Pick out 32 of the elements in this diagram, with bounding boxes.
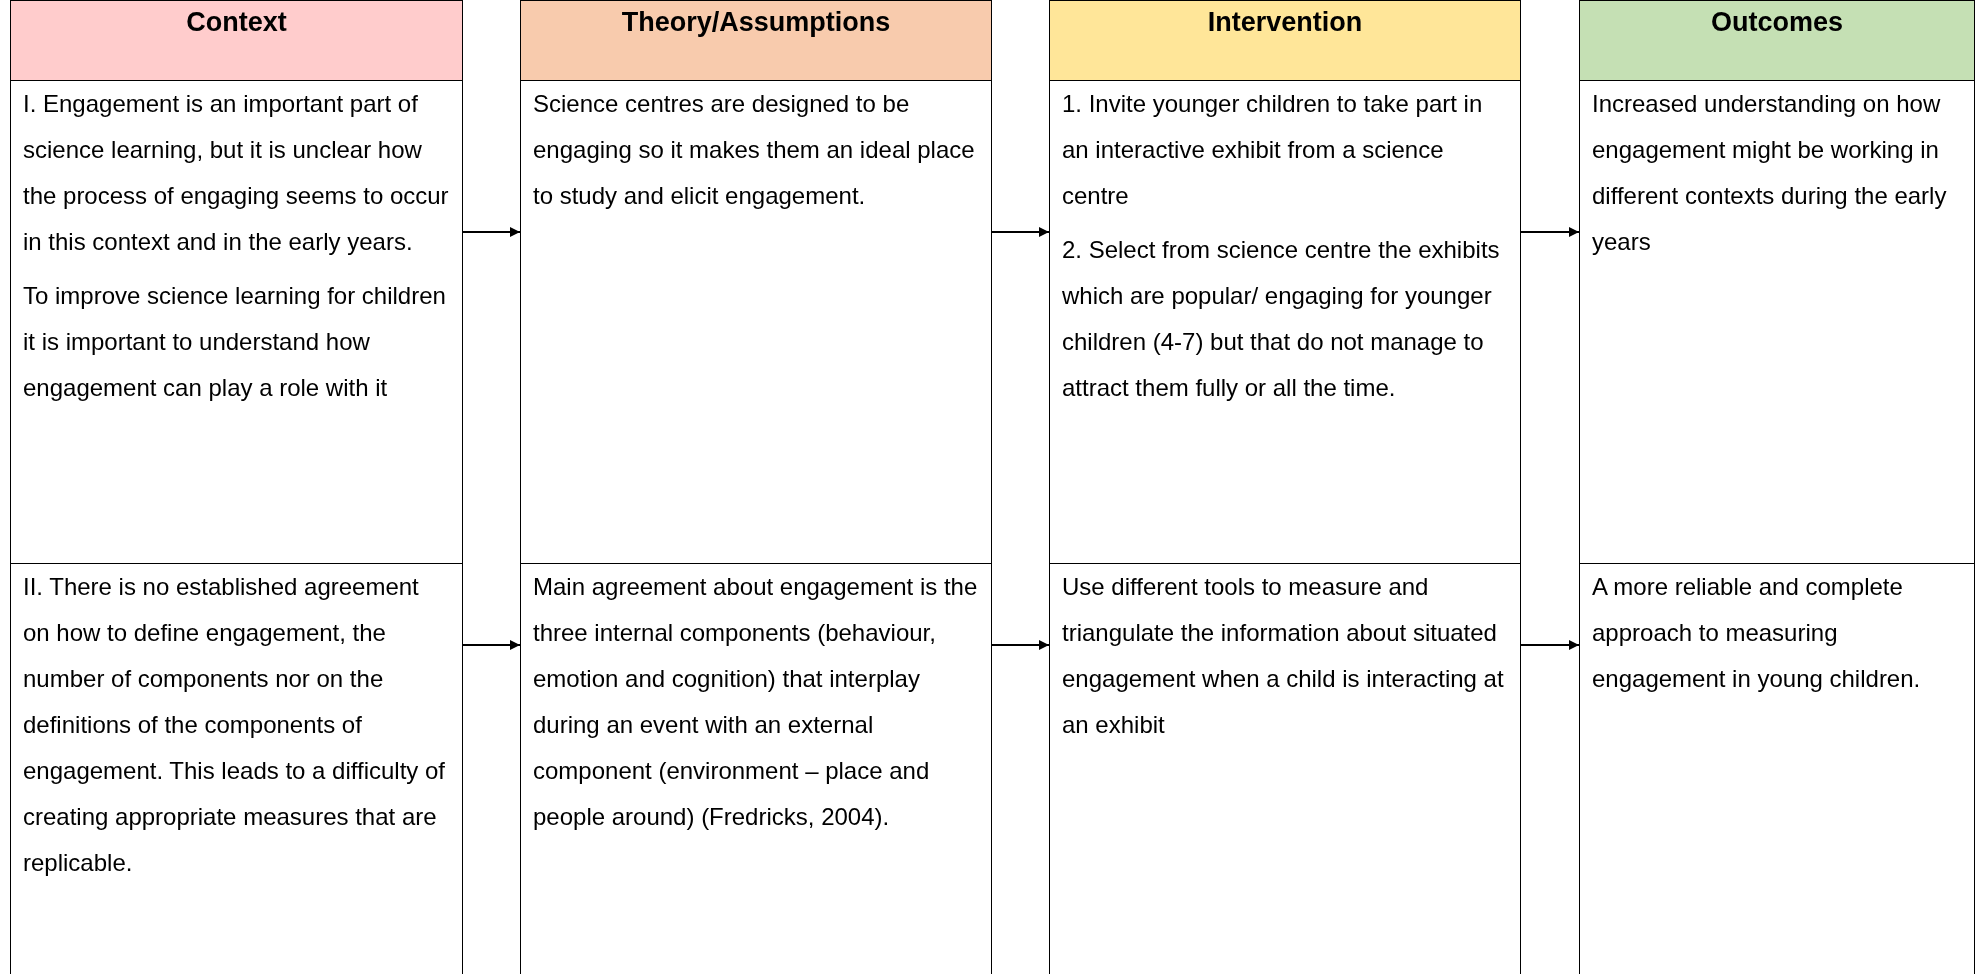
- column-header: [1579, 0, 1975, 81]
- paragraph: Main agreement about engagement is the three internal components (behaviour, emotion and cognition) that interplay during an event with an external component (environment – place and people around) (Fredricks, 2004).: [533, 572, 979, 832]
- table-cell: [10, 81, 463, 564]
- table-cell: [1049, 564, 1521, 974]
- column-header: [1049, 0, 1521, 81]
- paragraph: 1. Invite younger children to take part in an interactive exhibit from a science centre: [1062, 89, 1484, 211]
- paragraph: II. There is no established agreement on how to define engagement, the number of components nor on the definitions of the components of engagement. This leads to a difficulty of creating appropriate measures that are replicable.: [23, 572, 447, 878]
- table-cell: [10, 564, 463, 974]
- column-header: [520, 0, 992, 81]
- table-cell: [520, 564, 992, 974]
- arrow: [462, 227, 521, 237]
- arrow: [1520, 640, 1580, 650]
- table-cell: [1579, 81, 1975, 564]
- arrow: [991, 227, 1050, 237]
- arrow: [991, 640, 1050, 650]
- paragraph: Science centres are designed to be engaging so it makes them an ideal place to study and elicit engagement.: [533, 89, 976, 211]
- column-header: [10, 0, 463, 81]
- header-text: Theory/Assumptions: [620, 7, 892, 38]
- table-cell: [1579, 564, 1975, 974]
- table-cell: [520, 81, 992, 564]
- paragraph: Increased understanding on how engagement might be working in different contexts during the early years: [1592, 89, 1948, 257]
- header-text: Outcomes: [1709, 7, 1844, 38]
- paragraph: To improve science learning for children it is important to understand how engagement can play a role with it: [23, 281, 447, 403]
- header-text: Intervention: [1206, 7, 1364, 38]
- paragraph: Use different tools to measure and triangulate the information about situated engagement when a child is interacting at an exhibit: [1062, 572, 1505, 740]
- paragraph: I. Engagement is an important part of science learning, but it is unclear how the process of engaging seems to occur in this context and in the early years.: [23, 89, 450, 257]
- paragraph: 2. Select from science centre the exhibits which are popular/ engaging for younger children (4-7) but that do not manage to attract them fully or all the time.: [1062, 235, 1501, 403]
- header-text: Context: [185, 7, 288, 38]
- table-cell: [1049, 81, 1521, 564]
- arrow: [1520, 227, 1580, 237]
- arrow: [462, 640, 521, 650]
- paragraph: A more reliable and complete approach to measuring engagement in young children.: [1592, 572, 1922, 694]
